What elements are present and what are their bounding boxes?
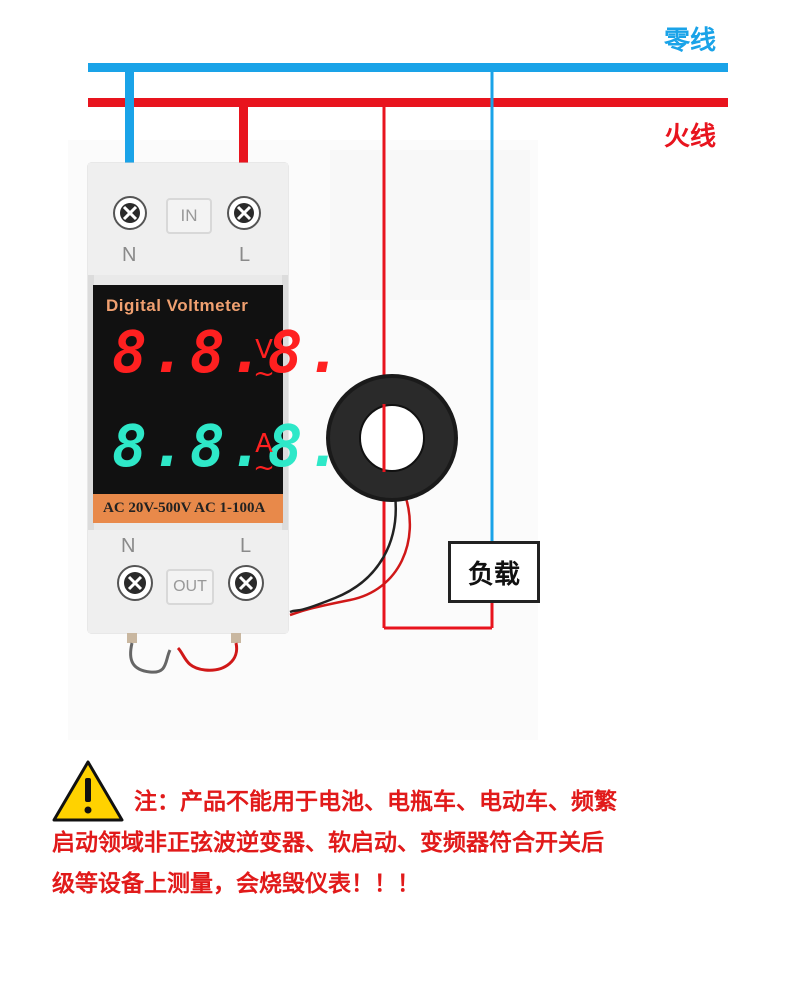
- output-badge-text: OUT: [173, 578, 207, 595]
- live-bus: [88, 98, 728, 107]
- input-n-label: N: [122, 244, 137, 266]
- warning-line-2: 启动领域非正弦波逆变器、软启动、变频器符合开关后: [52, 830, 604, 856]
- current-unit-symbol: A: [255, 429, 273, 459]
- screw-out-n-icon[interactable]: [117, 565, 153, 601]
- lcd-panel: [93, 285, 283, 523]
- live-wire-label: 火线: [664, 122, 717, 152]
- input-l-label: L: [239, 244, 251, 266]
- current-unit: A ~: [252, 429, 276, 483]
- neutral-drop-wire: [125, 63, 134, 213]
- neutral-bus: [88, 63, 728, 72]
- spec-band: AC 20V-500V AC 1-100A: [103, 500, 266, 516]
- input-badge-text: IN: [180, 206, 198, 225]
- output-l-label: L: [240, 535, 252, 557]
- neutral-wire-label: 零线: [664, 26, 717, 56]
- current-ac-symbol: ~: [253, 453, 275, 483]
- screw-in-n-icon[interactable]: [113, 196, 147, 230]
- voltage-readout: 8.8.8.: [112, 318, 346, 386]
- voltage-ac-symbol: ~: [253, 359, 275, 389]
- ct-lead-red: [289, 494, 412, 617]
- warning-line-3: 级等设备上测量，会烧毁仪表！！！: [52, 871, 420, 897]
- display-title: Digital Voltmeter: [106, 296, 249, 315]
- current-transformer-ring: [326, 374, 458, 502]
- input-badge: IN: [166, 198, 212, 234]
- screw-in-l-icon[interactable]: [227, 196, 261, 230]
- output-n-label: N: [121, 535, 136, 557]
- screw-out-l-icon[interactable]: [228, 565, 264, 601]
- load-label: 负载: [467, 559, 520, 590]
- load-box: 负载: [448, 541, 540, 603]
- voltage-unit: V ~: [252, 335, 276, 389]
- output-badge: OUT: [166, 569, 214, 605]
- voltage-unit-symbol: V: [255, 335, 273, 365]
- current-readout: 8.8.8.: [112, 412, 346, 480]
- live-drop-wire: [239, 98, 248, 213]
- warning-triangle-icon: [52, 760, 124, 822]
- ct-lead-black: [289, 494, 397, 614]
- warning-line-1: 注：产品不能用于电池、电瓶车、电动车、频繁: [134, 789, 617, 815]
